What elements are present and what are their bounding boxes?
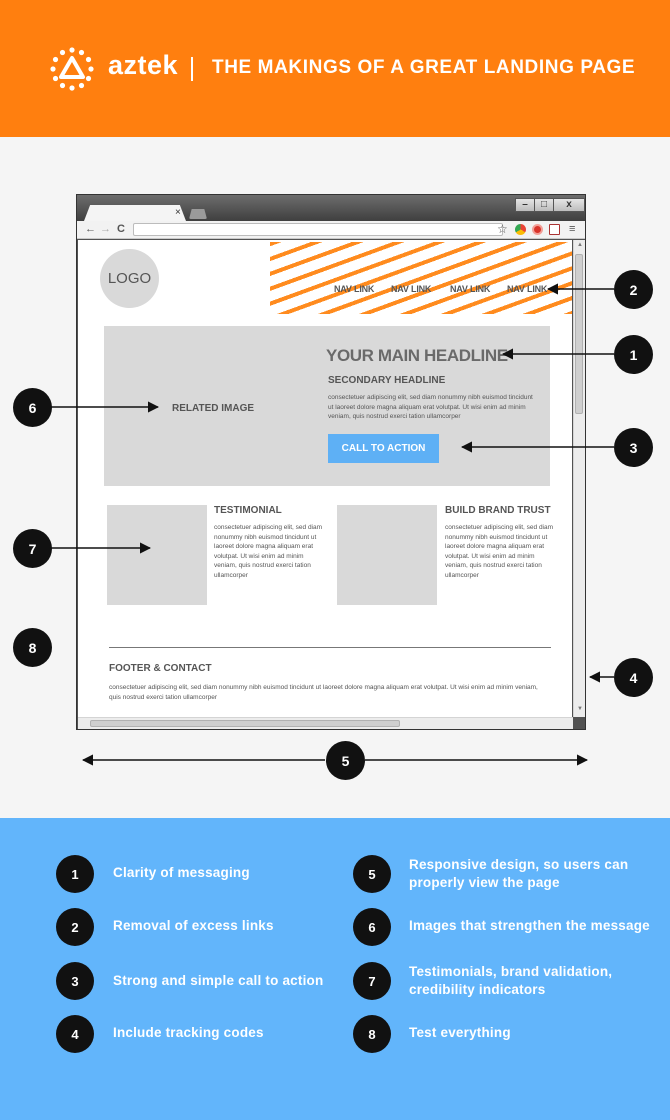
reload-icon[interactable]: C	[117, 223, 125, 235]
testimonial-title: TESTIMONIAL	[214, 505, 282, 516]
extension-icon[interactable]	[532, 224, 543, 235]
legend-text: Test everything	[409, 1025, 511, 1040]
legend-number: 6	[353, 908, 391, 946]
secondary-headline: SECONDARY HEADLINE	[328, 375, 446, 386]
legend-text: Testimonials, brand validation, credibil…	[409, 964, 613, 997]
marker-2: 2	[614, 270, 653, 309]
legend-number: 5	[353, 855, 391, 893]
tab-close-icon[interactable]: ×	[175, 207, 181, 218]
browser-toolbar: ← → C ☆ ≡	[77, 221, 585, 239]
brand-trust-body: consectetuer adipiscing elit, sed diam n…	[445, 524, 554, 579]
call-to-action-button[interactable]: CALL TO ACTION	[328, 434, 439, 463]
header-banner: aztek THE MAKINGS OF A GREAT LANDING PAG…	[0, 0, 670, 137]
brand-name: aztek	[108, 50, 179, 80]
footer-divider	[109, 647, 551, 648]
aztek-sun-logo-icon	[50, 47, 94, 91]
nav-link[interactable]: NAV LINK	[334, 284, 375, 294]
legend-number: 3	[56, 962, 94, 1000]
forward-arrow-icon[interactable]: →	[100, 223, 111, 235]
menu-icon[interactable]: ≡	[569, 223, 576, 235]
footer-title: FOOTER & CONTACT	[109, 663, 212, 674]
marker-4: 4	[614, 658, 653, 697]
nav-link[interactable]: NAV LINK	[450, 284, 491, 294]
browser-tab[interactable]	[84, 205, 186, 221]
legend-number: 2	[56, 908, 94, 946]
legend-text: Include tracking codes	[113, 1025, 264, 1040]
page-title: THE MAKINGS OF A GREAT LANDING PAGE	[212, 57, 636, 78]
marker-7: 7	[13, 529, 52, 568]
legend-text: Strong and simple call to action	[113, 973, 324, 988]
hero-body-text: consectetuer adipiscing elit, sed diam n…	[328, 394, 533, 420]
book-icon[interactable]	[549, 224, 560, 235]
horizontal-scroll-thumb[interactable]	[90, 720, 400, 727]
extension-icon[interactable]	[515, 224, 526, 235]
marker-3: 3	[614, 428, 653, 467]
browser-titlebar: × – □ x	[77, 195, 585, 221]
browser-window: × – □ x ← → C ☆ ≡ LOGO NAV LINK NAV LINK…	[76, 194, 586, 730]
back-arrow-icon[interactable]: ←	[85, 223, 96, 235]
horizontal-scrollbar[interactable]	[78, 717, 573, 729]
address-bar[interactable]	[133, 223, 503, 236]
marker-5: 5	[326, 741, 365, 780]
legend-text: Images that strengthen the message	[409, 918, 650, 933]
brand-trust-image	[337, 505, 437, 605]
footer-body-text: consectetuer adipiscing elit, sed diam n…	[109, 684, 538, 701]
legend-text: Clarity of messaging	[113, 865, 250, 880]
main-headline: YOUR MAIN HEADLINE	[326, 346, 508, 365]
related-image-label: RELATED IMAGE	[172, 403, 255, 414]
minimize-button[interactable]: –	[515, 198, 535, 212]
legend-number: 4	[56, 1015, 94, 1053]
legend-panel: 1 Clarity of messaging 2 Removal of exce…	[0, 818, 670, 1120]
legend-text: Responsive design, so users can properly…	[409, 857, 629, 890]
scroll-down-icon[interactable]: ▼	[577, 706, 583, 712]
legend-text: Removal of excess links	[113, 918, 274, 933]
vertical-scroll-thumb[interactable]	[575, 254, 583, 414]
bookmark-star-icon[interactable]: ☆	[497, 222, 508, 236]
testimonial-image	[107, 505, 207, 605]
marker-6: 6	[13, 388, 52, 427]
header-divider	[191, 57, 193, 81]
nav-link[interactable]: NAV LINK	[507, 284, 548, 294]
testimonial-body: consectetuer adipiscing elit, sed diam n…	[214, 524, 323, 579]
legend-number: 1	[56, 855, 94, 893]
logo-placeholder[interactable]: LOGO	[100, 249, 159, 308]
brand-trust-title: BUILD BRAND TRUST	[445, 505, 551, 516]
nav-striped-area	[270, 242, 572, 314]
page-viewport: LOGO NAV LINK NAV LINK NAV LINK NAV LINK…	[78, 240, 572, 717]
maximize-button[interactable]: □	[534, 198, 554, 212]
marker-1: 1	[614, 335, 653, 374]
new-tab-button[interactable]	[189, 209, 207, 219]
marker-8: 8	[13, 628, 52, 667]
legend-number: 8	[353, 1015, 391, 1053]
window-close-button[interactable]: x	[553, 198, 585, 212]
scroll-up-icon[interactable]: ▲	[577, 242, 583, 248]
vertical-scrollbar[interactable]: ▲ ▼	[573, 240, 585, 717]
nav-link[interactable]: NAV LINK	[391, 284, 432, 294]
legend-number: 7	[353, 962, 391, 1000]
hero-section: RELATED IMAGE YOUR MAIN HEADLINE SECONDA…	[104, 326, 550, 486]
